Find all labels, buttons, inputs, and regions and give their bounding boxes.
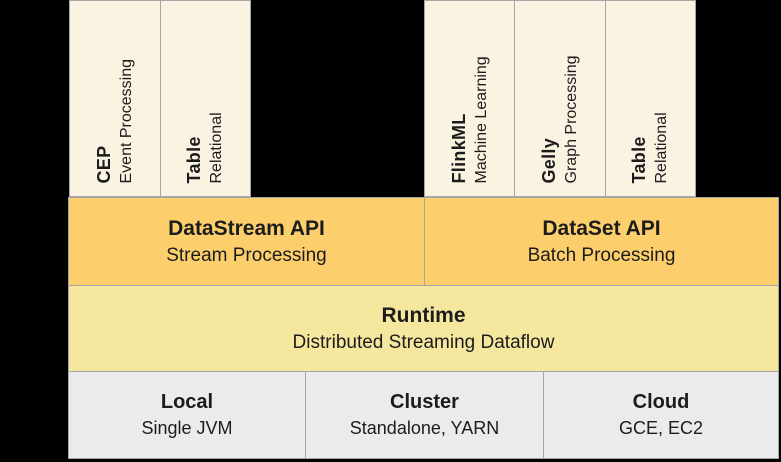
library-box-flinkml: FlinkML Machine Learning	[424, 0, 516, 197]
library-desc: Relational	[208, 111, 226, 183]
library-group-batch: FlinkML Machine Learning Gelly Graph Pro…	[424, 0, 696, 197]
library-box-gelly-label: Gelly Graph Processing	[515, 0, 605, 197]
library-name: FlinkML	[448, 112, 469, 183]
deploy-box-local: Local Single JVM	[68, 371, 306, 459]
deploy-title: Cloud	[632, 391, 690, 414]
library-box-flinkml-label: FlinkML Machine Learning	[425, 0, 515, 197]
deploy-subtitle: Single JVM	[141, 418, 233, 439]
library-desc: Event Processing	[117, 58, 135, 183]
deploy-title: Cluster	[390, 391, 459, 414]
api-title: DataSet API	[542, 216, 661, 240]
deploy-subtitle: GCE, EC2	[618, 418, 704, 439]
library-name: Table	[629, 135, 650, 183]
datastream-api-box: DataStream API Stream Processing	[68, 197, 425, 286]
library-desc: Graph Processing	[562, 54, 580, 183]
runtime-title: Runtime	[381, 303, 466, 327]
library-box-table-stream: Table Relational	[159, 0, 251, 197]
runtime-box: Runtime Distributed Streaming Dataflow	[68, 285, 779, 372]
library-name: Gelly	[538, 137, 559, 183]
deploy-subtitle: Standalone, YARN	[349, 418, 500, 439]
api-subtitle: Batch Processing	[527, 244, 676, 266]
api-subtitle: Stream Processing	[166, 244, 327, 266]
library-box-table-stream-label: Table Relational	[160, 0, 250, 197]
library-name: Table	[184, 135, 205, 183]
library-group-streaming: CEP Event Processing Table Relational	[69, 0, 251, 197]
runtime-subtitle: Distributed Streaming Dataflow	[292, 331, 555, 353]
deploy-title: Local	[160, 391, 214, 414]
library-box-cep-label: CEP Event Processing	[70, 0, 160, 197]
library-box-cep: CEP Event Processing	[69, 0, 161, 197]
library-desc: Relational	[653, 111, 671, 183]
deploy-box-cloud: Cloud GCE, EC2	[543, 371, 779, 459]
deployment-layer: Local Single JVM Cluster Standalone, YAR…	[68, 371, 779, 459]
library-box-gelly: Gelly Graph Processing	[514, 0, 606, 197]
library-name: CEP	[93, 145, 114, 183]
library-desc: Machine Learning	[472, 55, 490, 183]
api-layer: DataStream API Stream Processing DataSet…	[68, 197, 779, 286]
library-box-table-batch: Table Relational	[604, 0, 696, 197]
api-title: DataStream API	[168, 216, 325, 240]
runtime-layer: Runtime Distributed Streaming Dataflow	[68, 285, 779, 372]
library-box-table-batch-label: Table Relational	[605, 0, 695, 197]
dataset-api-box: DataSet API Batch Processing	[424, 197, 779, 286]
deploy-box-cluster: Cluster Standalone, YARN	[305, 371, 544, 459]
